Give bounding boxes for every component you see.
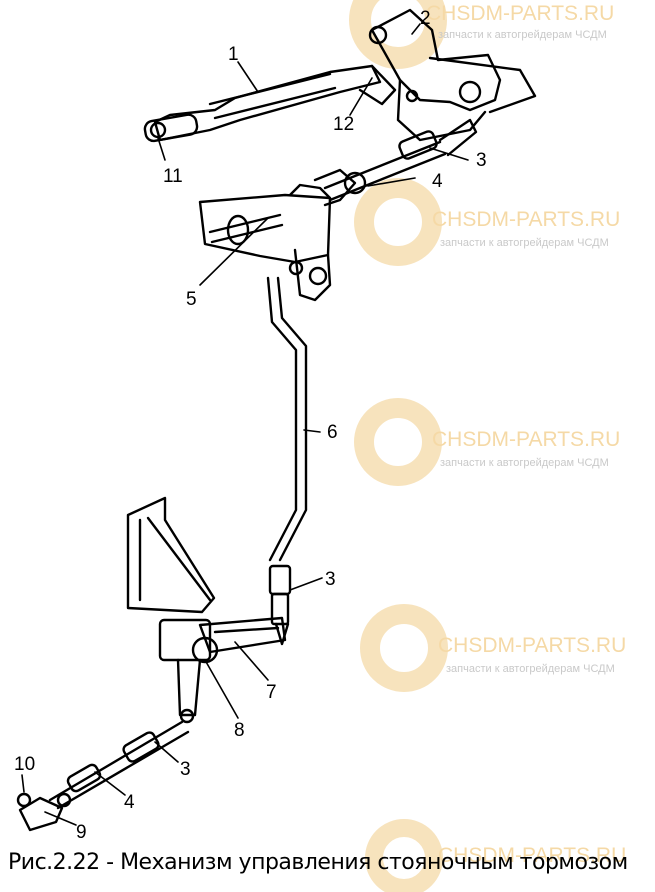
- mechanism-drawing: [16, 8, 537, 832]
- watermark-3: CHSDM-PARTS.RU запчасти к автогрейдерам …: [354, 398, 620, 486]
- long-rod: [266, 276, 308, 562]
- callout-coupling-middle: 3: [325, 569, 336, 590]
- watermark-subtitle: запчасти к автогрейдерам ЧСДМ: [440, 457, 609, 469]
- watermark-subtitle: запчасти к автогрейдерам ЧСДМ: [438, 29, 607, 41]
- arm: [198, 616, 287, 654]
- callout-handle: 11: [163, 166, 183, 187]
- watermark-1: CHSDM-PARTS.RU запчасти к автогрейдерам …: [349, 0, 614, 69]
- watermark-title: CHSDM-PARTS.RU: [438, 634, 626, 657]
- figure-caption: Рис.2.22 - Механизм управления стояночны…: [8, 850, 628, 875]
- watermark-title: CHSDM-PARTS.RU: [438, 844, 626, 867]
- leader-lines: [21, 23, 469, 826]
- callout-lever: 1: [228, 44, 239, 65]
- watermark-4: CHSDM-PARTS.RU запчасти к автогрейдерам …: [360, 604, 626, 692]
- bellcrank: [198, 168, 357, 302]
- callout-bracket: 2: [420, 8, 431, 29]
- lower-bracket: [126, 496, 216, 614]
- watermark-2: CHSDM-PARTS.RU запчасти к автогрейдерам …: [354, 178, 620, 266]
- watermark-title: CHSDM-PARTS.RU: [426, 2, 614, 25]
- callout-rod-lower: 4: [124, 792, 135, 813]
- watermark-layer: CHSDM-PARTS.RU запчасти к автогрейдерам …: [349, 0, 626, 892]
- callout-fork: 9: [76, 822, 87, 843]
- callout-pawl: 12: [333, 114, 354, 135]
- middle-coupling: [268, 564, 292, 646]
- callout-arm: 7: [266, 682, 277, 703]
- callout-bellcrank: 5: [186, 289, 197, 310]
- watermark-title: CHSDM-PARTS.RU: [432, 428, 620, 451]
- callout-long-rod: 6: [327, 422, 338, 443]
- callout-coupling-lower: 3: [180, 759, 191, 780]
- callout-coupling-upper: 3: [476, 150, 487, 171]
- lower-rod: [16, 720, 190, 832]
- watermark-subtitle: запчасти к автогрейдерам ЧСДМ: [446, 663, 615, 675]
- hand-lever: [143, 64, 397, 143]
- watermark-subtitle: запчасти к автогрейдерам ЧСДМ: [440, 237, 609, 249]
- upper-rod: [323, 118, 478, 202]
- lower-lever-group: [158, 618, 219, 724]
- watermark-5: CHSDM-PARTS.RU: [365, 819, 626, 892]
- watermark-title: CHSDM-PARTS.RU: [432, 208, 620, 231]
- callout-rod-upper: 4: [432, 171, 443, 192]
- callout-pin: 10: [14, 754, 35, 775]
- top-bracket: [368, 8, 537, 142]
- callout-lower-lever: 8: [234, 720, 245, 741]
